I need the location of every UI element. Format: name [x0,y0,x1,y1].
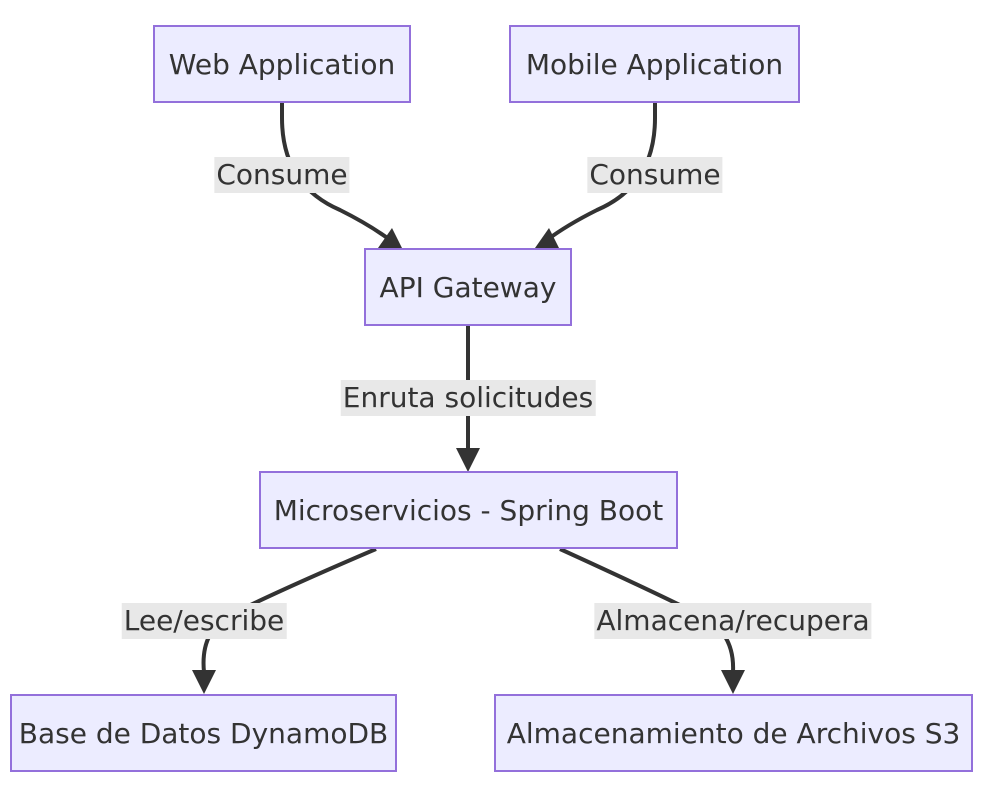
arrowhead-web-to-gateway [378,228,402,248]
node-web-application-label: Web Application [168,47,396,81]
arrowhead-mobile-to-gateway [535,228,559,248]
edge-web-to-gateway [280,103,392,242]
node-s3-label: Almacenamiento de Archivos S3 [506,716,961,750]
node-microservices: Microservicios - Spring Boot [259,471,678,549]
node-mobile-application-label: Mobile Application [525,47,784,81]
edge-label-web-to-gateway: Consume [214,157,350,193]
node-dynamodb: Base de Datos DynamoDB [10,694,397,772]
edge-label-gateway-to-micro: Enruta solicitudes [340,380,596,416]
node-microservices-label: Microservicios - Spring Boot [273,493,664,527]
arrowhead-gateway-to-micro [456,448,480,472]
arrowhead-micro-to-db [192,670,216,694]
edge-mobile-to-gateway [545,103,657,242]
node-api-gateway-label: API Gateway [379,270,557,304]
node-web-application: Web Application [153,25,411,103]
edge-label-micro-to-s3: Almacena/recupera [594,603,872,639]
arrowhead-micro-to-s3 [721,670,745,694]
edge-label-mobile-to-gateway: Consume [587,157,723,193]
node-mobile-application: Mobile Application [509,25,800,103]
node-s3: Almacenamiento de Archivos S3 [494,694,973,772]
node-dynamodb-label: Base de Datos DynamoDB [18,716,389,750]
node-api-gateway: API Gateway [364,248,572,326]
edge-label-micro-to-db: Lee/escribe [121,603,287,639]
